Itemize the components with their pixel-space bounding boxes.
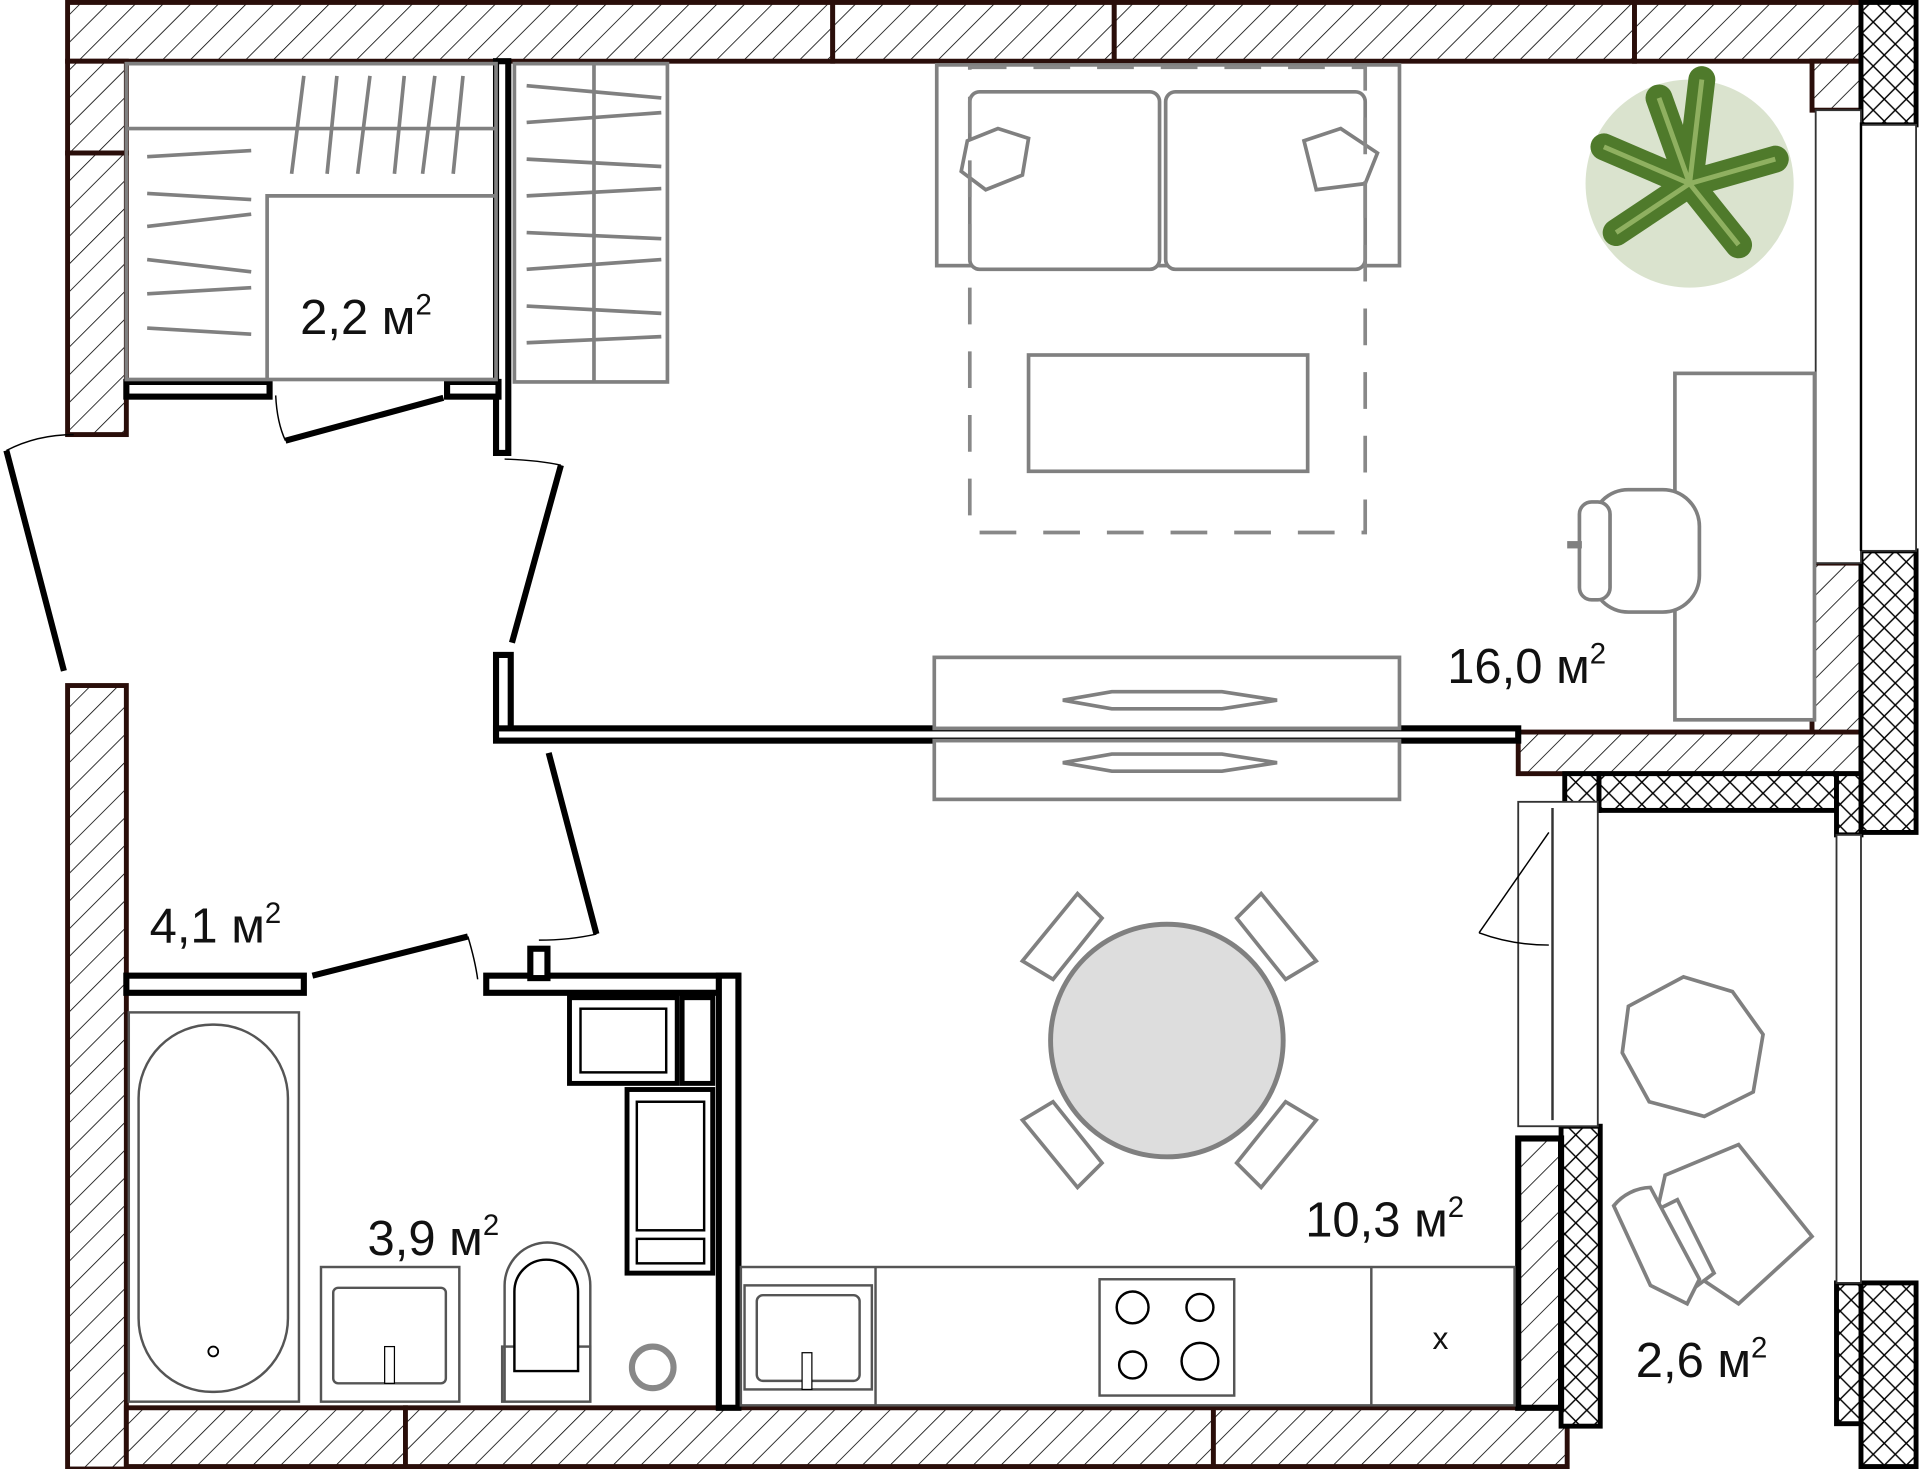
label-balcony: 2,6 м2: [1636, 1332, 1768, 1389]
outer-walls: [65, 0, 1919, 1469]
label-kitchen: 10,3 м2: [1305, 1191, 1464, 1248]
dining-set: [1019, 890, 1319, 1191]
label-living-room: 16,0 м2: [1447, 637, 1606, 694]
label-hallway: 4,1 м2: [150, 897, 282, 954]
balcony-furniture: [1611, 974, 1815, 1307]
room-labels: 2,2 м2 16,0 м2 4,1 м2 3,9 м2 10,3 м2 2,6…: [150, 289, 1768, 1389]
plant: [1585, 66, 1794, 288]
doors: [3, 394, 1550, 980]
kitchen-counter: x: [739, 1265, 1516, 1407]
rug: [967, 65, 1368, 535]
sofa: [934, 63, 1402, 272]
label-wardrobe: 2,2 м2: [300, 289, 432, 346]
label-bathroom: 3,9 м2: [368, 1209, 500, 1266]
desk-chair: [1567, 487, 1702, 614]
coffee-table: [1026, 353, 1310, 474]
bathroom-fixtures: [127, 995, 716, 1403]
fridge-mark: x: [1433, 1320, 1449, 1356]
tv-console: [932, 655, 1402, 802]
stove: [1098, 1278, 1236, 1397]
wardrobe-shelves: [124, 61, 670, 384]
